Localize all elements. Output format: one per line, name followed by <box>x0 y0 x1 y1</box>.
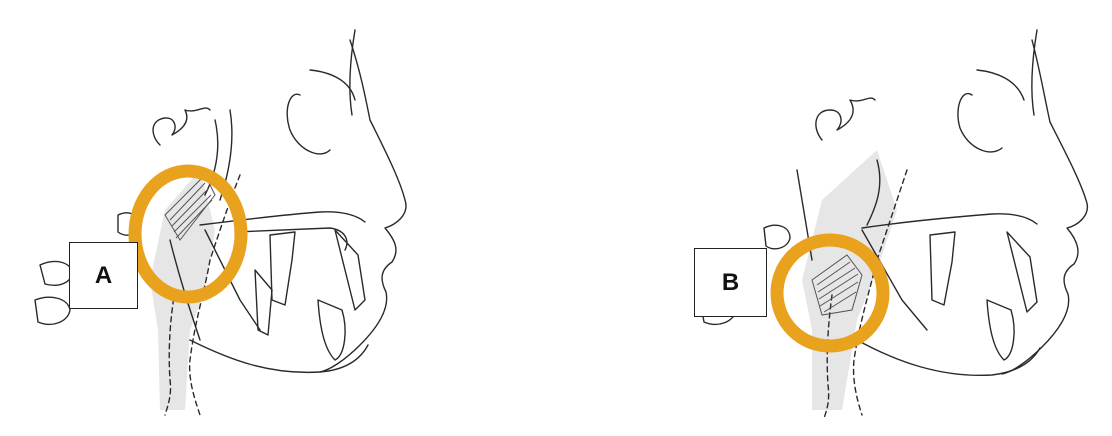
cephalometric-tracing-b: B <box>672 0 1112 436</box>
tracing-a-drawing <box>0 0 440 436</box>
soft-tissue-profile <box>1002 40 1087 374</box>
cervical-vertebra <box>40 261 72 285</box>
panel-label-b: B <box>694 248 767 317</box>
molar-tooth <box>930 232 955 305</box>
orbit-contour <box>287 94 330 154</box>
panel-label-a: A <box>69 242 138 309</box>
molar-tooth <box>270 232 295 305</box>
incisor-tooth <box>1007 232 1037 312</box>
sella-contour <box>816 98 875 140</box>
soft-tissue-profile <box>320 40 406 372</box>
sella-contour <box>153 108 210 145</box>
orbit-contour <box>958 94 1002 152</box>
tracing-b-drawing <box>672 0 1112 436</box>
incisor-tooth <box>335 230 365 310</box>
cephalometric-tracing-a: A <box>0 0 440 436</box>
mandible-lower-border <box>190 340 368 372</box>
